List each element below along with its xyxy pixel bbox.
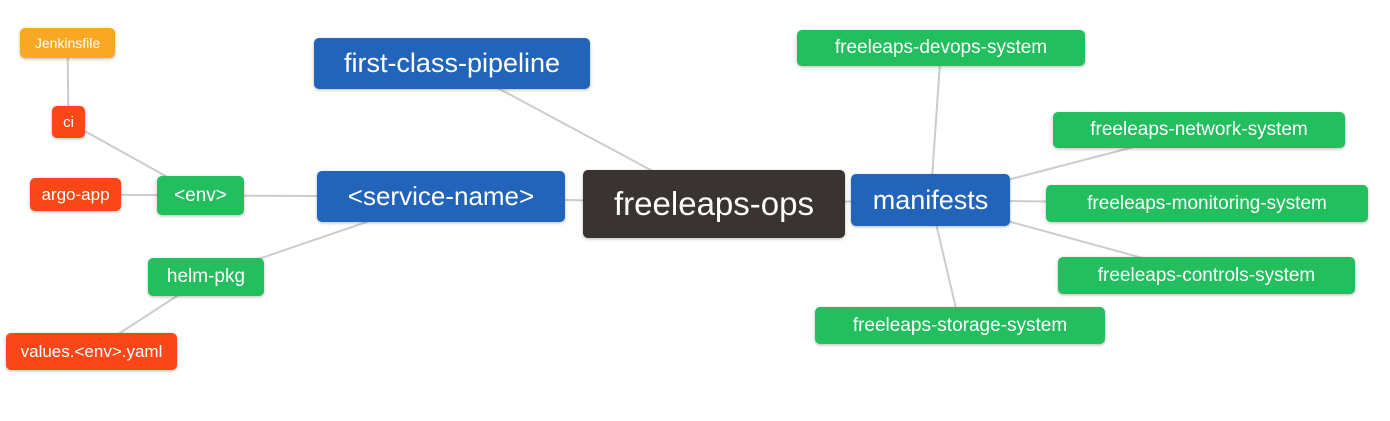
node-values-env-yaml[interactable]: values.<env>.yaml xyxy=(6,333,177,370)
node-freeleaps-ops-root[interactable]: freeleaps-ops xyxy=(583,170,845,238)
node-manifests[interactable]: manifests xyxy=(851,174,1010,226)
node-freeleaps-storage-system[interactable]: freeleaps-storage-system xyxy=(815,307,1105,344)
node-first-class-pipeline[interactable]: first-class-pipeline xyxy=(314,38,590,89)
node-service-name[interactable]: <service-name> xyxy=(317,171,565,222)
node-freeleaps-devops-system[interactable]: freeleaps-devops-system xyxy=(797,30,1085,66)
node-env[interactable]: <env> xyxy=(157,176,244,215)
node-argo-app[interactable]: argo-app xyxy=(30,178,121,211)
node-freeleaps-controls-system[interactable]: freeleaps-controls-system xyxy=(1058,257,1355,294)
node-ci[interactable]: ci xyxy=(52,106,85,138)
node-jenkinsfile[interactable]: Jenkinsfile xyxy=(20,28,115,58)
node-helm-pkg[interactable]: helm-pkg xyxy=(148,258,264,296)
node-freeleaps-monitoring-system[interactable]: freeleaps-monitoring-system xyxy=(1046,185,1368,222)
node-freeleaps-network-system[interactable]: freeleaps-network-system xyxy=(1053,112,1345,148)
